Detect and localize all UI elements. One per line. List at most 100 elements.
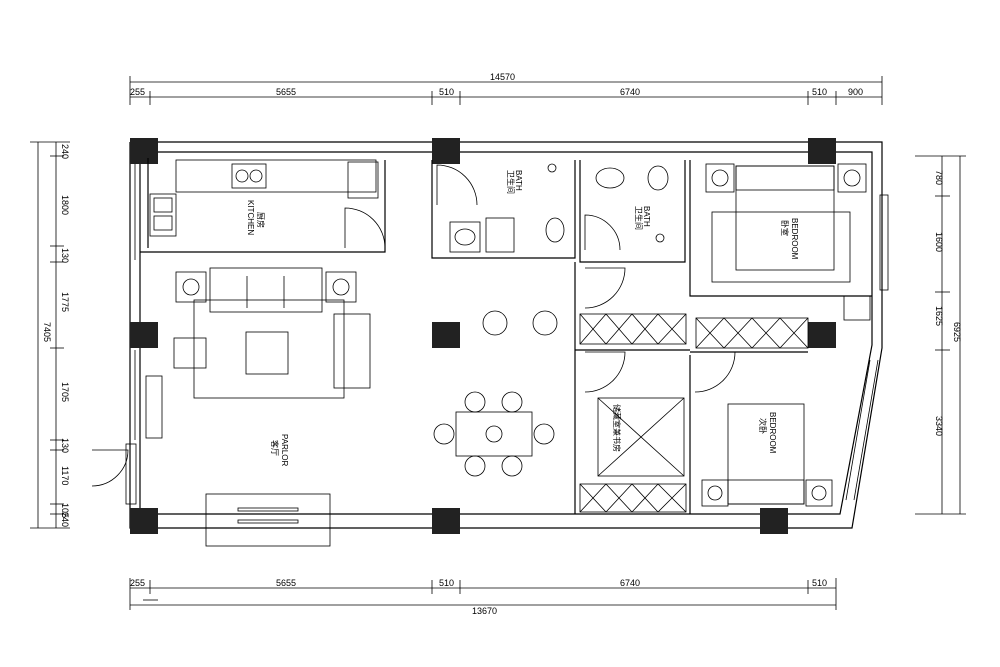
left-seg-1: 240 <box>60 144 70 159</box>
right-seg-1: 780 <box>934 170 944 185</box>
top-seg-3: 510 <box>439 87 454 97</box>
bath-fixtures: BATH 卫生间 BATH 卫生间 <box>449 163 669 253</box>
bedroom2-label-en: BEDROOM <box>768 412 777 454</box>
right-seg-2: 1600 <box>934 232 944 252</box>
fridge <box>347 161 379 199</box>
top-seg-1: 255 <box>130 87 145 97</box>
bottom-seg-5: 510 <box>812 578 827 588</box>
chair <box>533 423 555 445</box>
column <box>130 138 158 164</box>
stool <box>532 310 558 336</box>
top-seg-6: 900 <box>848 87 863 97</box>
bath1-door <box>436 164 478 206</box>
bedroom1-label-en: BEDROOM <box>790 218 799 260</box>
bottom-dimensions: 255 5655 510 6740 510 13670 <box>129 578 837 616</box>
stool <box>482 310 508 336</box>
parlor-label-cn: 客厅 <box>270 440 280 456</box>
top-seg-2: 5655 <box>276 87 296 97</box>
bath2-label-en: BATH <box>642 206 651 227</box>
chair <box>433 423 455 445</box>
bedroom1-label-cn: 卧室 <box>780 220 790 236</box>
bottom-seg-1: 255 <box>130 578 145 588</box>
kitchen-fixtures: KITCHEN 厨房 <box>149 161 379 237</box>
left-seg-9: 240 <box>60 512 70 527</box>
bedroom2-door <box>694 351 736 393</box>
entry-door <box>91 449 129 487</box>
structural-columns <box>130 138 836 534</box>
kitchen-door <box>344 207 386 249</box>
kitchen-label-cn: 厨房 <box>256 212 266 228</box>
bath2-label-cn: 卫生间 <box>634 206 644 230</box>
daybed <box>597 397 685 477</box>
column <box>432 508 460 534</box>
bedroom1-furniture: BEDROOM 卧室 <box>705 163 871 321</box>
doors <box>91 164 736 505</box>
left-dimensions: 7405 240 1800 130 1775 1705 130 1170 105… <box>30 141 70 529</box>
column <box>432 322 460 348</box>
armchair <box>173 337 207 369</box>
left-seg-3: 130 <box>60 248 70 263</box>
interior-walls <box>140 158 872 514</box>
dining-table <box>455 411 533 457</box>
study-label-cn: 储藏室兼书房 <box>612 404 622 452</box>
bath1-label-en: BATH <box>514 170 523 191</box>
tv-cabinet <box>205 493 331 547</box>
chair <box>501 455 523 477</box>
coffee-table <box>245 331 289 375</box>
wardrobe-hatching <box>579 313 809 513</box>
left-seg-4: 1775 <box>60 292 70 312</box>
bedroom2-furniture: BEDROOM 次卧 <box>701 403 833 507</box>
parlor-label-en: PARLOR <box>280 434 289 467</box>
right-dimensions: 780 1600 1625 3340 6925 <box>915 155 966 515</box>
left-seg-5: 1705 <box>60 382 70 402</box>
outer-walls <box>129 141 889 529</box>
shoe-cabinet <box>145 375 163 439</box>
bottom-total-label: 13670 <box>472 606 497 616</box>
bed <box>735 165 835 271</box>
study-door <box>584 351 626 393</box>
top-seg-4: 6740 <box>620 87 640 97</box>
left-seg-7: 1170 <box>60 466 70 485</box>
chair <box>843 295 871 321</box>
top-total-label: 14570 <box>490 72 515 82</box>
kitchen-label-en: KITCHEN <box>246 200 255 235</box>
toilet <box>545 217 565 243</box>
rug <box>711 211 851 283</box>
right-total-label: 6925 <box>952 322 962 342</box>
column <box>808 322 836 348</box>
right-seg-4: 3340 <box>934 416 944 436</box>
right-seg-3: 1625 <box>934 306 944 326</box>
bottom-seg-3: 510 <box>439 578 454 588</box>
left-total-label: 7405 <box>42 322 52 342</box>
chair <box>501 391 523 413</box>
parlor-furniture: PARLOR 客厅 <box>145 267 371 547</box>
bottom-seg-2: 5655 <box>276 578 296 588</box>
left-seg-6: 130 <box>60 438 70 453</box>
side-sofa <box>333 313 371 389</box>
shower <box>485 217 515 253</box>
bedroom1-door <box>584 267 626 309</box>
chair <box>464 455 486 477</box>
column <box>760 508 788 534</box>
bedroom2-label-cn: 次卧 <box>758 418 768 434</box>
sofa <box>209 267 323 313</box>
chair <box>464 391 486 413</box>
toilet-2 <box>647 165 669 191</box>
left-seg-8: 105 <box>60 503 70 518</box>
carpet <box>193 299 345 399</box>
bath1-label-cn: 卫生间 <box>506 170 516 194</box>
column <box>808 138 836 164</box>
column <box>130 322 158 348</box>
washbasin <box>449 221 481 253</box>
dining-furniture <box>433 310 558 477</box>
study-furniture: 储藏室兼书房 <box>597 397 685 477</box>
stove <box>231 163 267 189</box>
top-dimensions: 14570 255 5655 510 6740 510 900 <box>129 72 883 105</box>
sink <box>149 193 177 237</box>
column <box>432 138 460 164</box>
bath2-door <box>584 214 621 251</box>
column <box>130 508 158 534</box>
washbasin-2 <box>595 167 625 189</box>
left-seg-2: 1800 <box>60 195 70 215</box>
